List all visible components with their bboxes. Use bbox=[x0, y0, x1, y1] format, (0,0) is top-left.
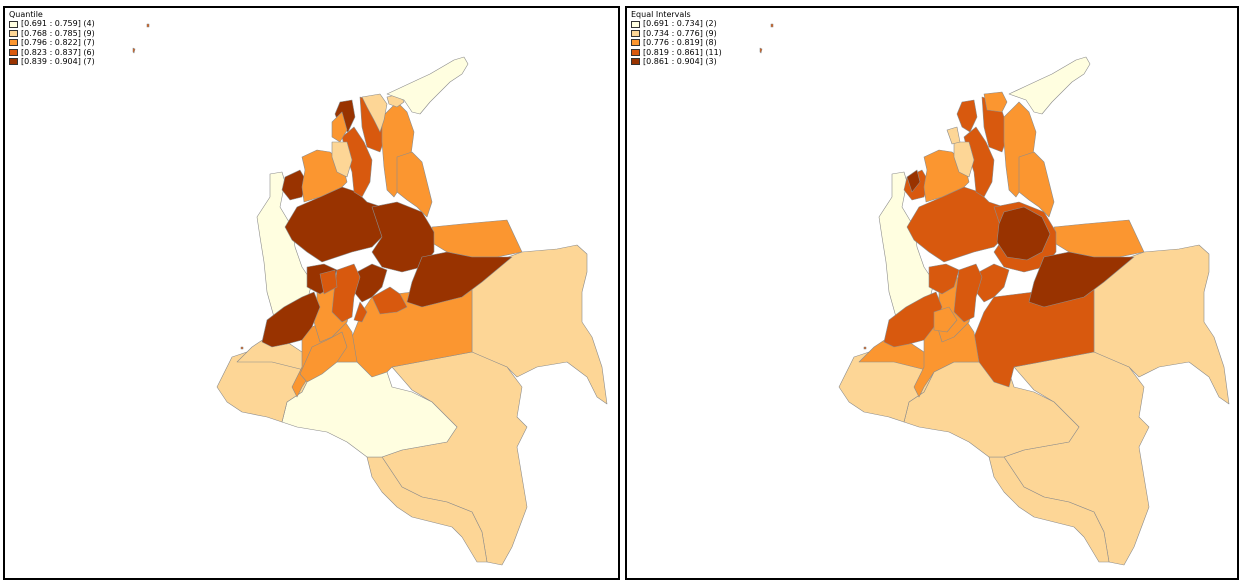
region-tolima bbox=[331, 263, 361, 323]
region-islet-3 bbox=[863, 346, 867, 350]
legend-item: [0.839 : 0.904] (7) bbox=[9, 57, 95, 66]
legend-label: [0.776 : 0.819] (8) bbox=[643, 38, 717, 48]
legend-swatch-class-4 bbox=[631, 48, 640, 56]
equal-intervals-map-panel: Equal Intervals [0.691 : 0.734] (2) [0.7… bbox=[625, 6, 1239, 580]
region-quindio bbox=[933, 306, 958, 333]
region-north-orange bbox=[983, 91, 1008, 113]
legend-title: Quantile bbox=[9, 10, 43, 19]
legend-item: [0.819 : 0.861] (11) bbox=[631, 48, 722, 57]
region-north-light bbox=[946, 126, 961, 145]
region-risaralda-mid bbox=[353, 301, 368, 323]
quantile-map-panel: Quantile [0.691 : 0.759] (4) [0.768 : 0.… bbox=[3, 6, 620, 580]
region-norte-santander bbox=[396, 151, 433, 218]
region-north-orange bbox=[331, 111, 348, 143]
region-islet-3 bbox=[240, 346, 244, 350]
legend-label: [0.839 : 0.904] (7) bbox=[21, 56, 95, 66]
region-norte-santander bbox=[1018, 151, 1055, 218]
legend-item: [0.691 : 0.759] (4) bbox=[9, 19, 95, 28]
region-south-east-vichada bbox=[471, 244, 608, 405]
quantile-legend: Quantile [0.691 : 0.759] (4) [0.768 : 0.… bbox=[9, 10, 95, 66]
quantile-choropleth-map bbox=[132, 23, 608, 566]
region-santander-dark bbox=[996, 206, 1051, 261]
legend-label: [0.691 : 0.759] (4) bbox=[21, 19, 95, 29]
region-cordoba-dark bbox=[281, 169, 308, 201]
region-bolivar-north bbox=[361, 93, 388, 133]
region-atlantico-light bbox=[953, 141, 975, 178]
region-antioquia-dark bbox=[284, 186, 393, 263]
region-cundinamarca-dark bbox=[353, 263, 388, 303]
region-vaupes-amazonas bbox=[366, 456, 488, 563]
legend-swatch-class-2 bbox=[631, 29, 640, 37]
region-guajira bbox=[1008, 56, 1091, 115]
region-guainia bbox=[381, 351, 528, 566]
legend-swatch-class-5 bbox=[631, 58, 640, 66]
legend-item: [0.861 : 0.904] (3) bbox=[631, 57, 722, 66]
legend-item: [0.796 : 0.822] (7) bbox=[9, 38, 95, 47]
legend-label: [0.796 : 0.822] (7) bbox=[21, 38, 95, 48]
region-tolima bbox=[953, 263, 983, 323]
region-caldas bbox=[928, 263, 960, 295]
legend-label: [0.861 : 0.904] (3) bbox=[643, 56, 717, 66]
region-atlantico bbox=[956, 99, 978, 133]
legend-label: [0.734 : 0.776] (9) bbox=[643, 28, 717, 38]
legend-item: [0.823 : 0.837] (6) bbox=[9, 48, 95, 57]
legend-title: Equal Intervals bbox=[631, 10, 691, 19]
legend-label: [0.819 : 0.861] (11) bbox=[643, 47, 722, 57]
region-boyaca-dark bbox=[406, 251, 513, 308]
legend-swatch-class-3 bbox=[9, 39, 18, 47]
legend-label: [0.823 : 0.837] (6) bbox=[21, 47, 95, 57]
region-arauca-casanare bbox=[1053, 219, 1145, 258]
legend-item: [0.768 : 0.785] (9) bbox=[9, 29, 95, 38]
region-islet-2 bbox=[132, 47, 136, 54]
legend-swatch-class-5 bbox=[9, 58, 18, 66]
legend-swatch-class-1 bbox=[9, 20, 18, 28]
legend-item: [0.734 : 0.776] (9) bbox=[631, 29, 722, 38]
region-huila-south bbox=[299, 331, 348, 383]
legend-label: [0.691 : 0.734] (2) bbox=[643, 19, 717, 29]
legend-item: [0.691 : 0.734] (2) bbox=[631, 19, 722, 28]
region-quindio bbox=[319, 269, 338, 295]
legend-swatch-class-1 bbox=[631, 20, 640, 28]
region-guainia bbox=[1003, 351, 1150, 566]
legend-swatch-class-4 bbox=[9, 48, 18, 56]
region-arauca-casanare bbox=[431, 219, 523, 258]
region-islet-1 bbox=[770, 23, 774, 28]
legend-swatch-class-2 bbox=[9, 29, 18, 37]
legend-swatch-class-3 bbox=[631, 39, 640, 47]
equal-intervals-choropleth-map bbox=[759, 23, 1230, 566]
region-cundinamarca bbox=[975, 263, 1010, 303]
legend-item: [0.776 : 0.819] (8) bbox=[631, 38, 722, 47]
region-cundinamarca-mid bbox=[371, 286, 408, 315]
legend-label: [0.768 : 0.785] (9) bbox=[21, 28, 95, 38]
region-boyaca-dark bbox=[1028, 251, 1135, 308]
region-cordoba-dark bbox=[906, 169, 921, 193]
region-guajira bbox=[386, 56, 469, 115]
region-south-east-vichada bbox=[1093, 244, 1230, 405]
region-cauca-dark bbox=[261, 291, 321, 348]
region-atlantico-light bbox=[331, 141, 353, 178]
equal-intervals-legend: Equal Intervals [0.691 : 0.734] (2) [0.7… bbox=[631, 10, 722, 66]
region-islet-2 bbox=[759, 47, 763, 54]
region-islet-1 bbox=[146, 23, 150, 28]
region-vaupes-amazonas bbox=[988, 456, 1110, 563]
